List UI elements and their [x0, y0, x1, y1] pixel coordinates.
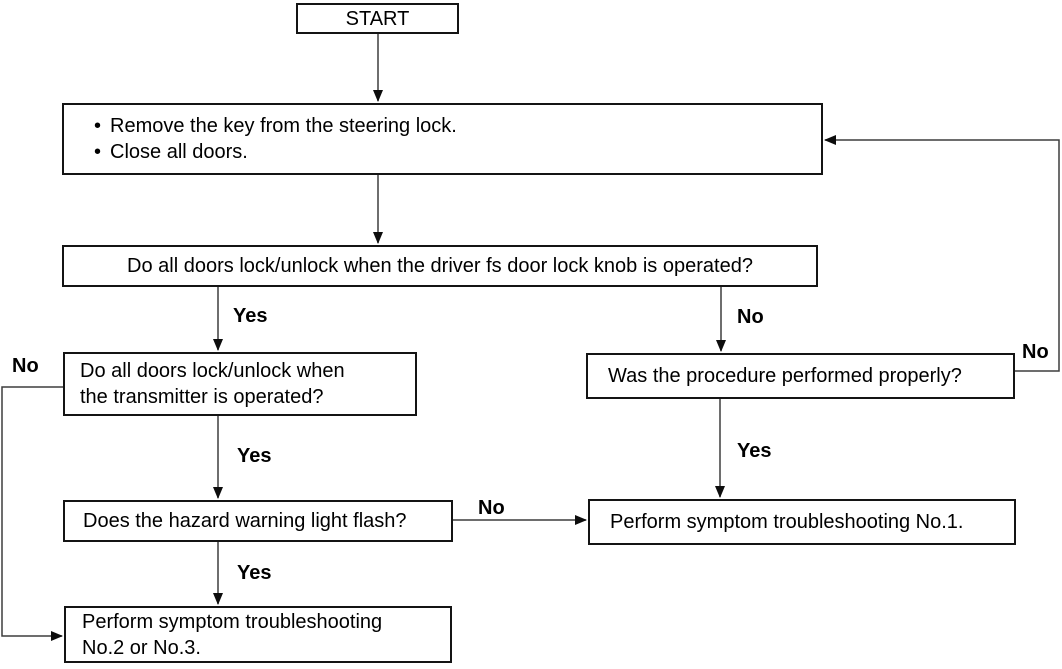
troubleshooting-no1-node: Perform symptom troubleshooting No.1. [588, 499, 1016, 545]
edge-transmitter-no-loop-to-ts23 [1, 386, 63, 641]
start-label: START [345, 7, 410, 30]
bullet-icon: • [94, 141, 102, 163]
edge-label-hazard-yes: Yes [237, 562, 272, 584]
edge-label-transmitter-no: No [12, 355, 39, 377]
troubleshooting-no2-no3-node: Perform symptom troubleshooting No.2 or … [64, 606, 452, 663]
edge-label-knob-yes: Yes [233, 305, 268, 327]
question-transmitter-line-2: the transmitter is operated? [80, 386, 324, 408]
question-hazard-light-node: Does the hazard warning light flash? [63, 500, 453, 542]
edge-label-procedure-yes: Yes [737, 440, 772, 462]
edge-label-hazard-no: No [478, 497, 505, 519]
bullet-icon: • [94, 115, 102, 137]
prep-step-2: • Close all doors. [94, 139, 248, 165]
troubleshooting-no2-no3-line-1: Perform symptom troubleshooting [82, 610, 383, 633]
prep-step-1-text: Remove the key from the steering lock. [110, 115, 457, 137]
troubleshooting-no2-no3-line-2: No.2 or No.3. [82, 636, 201, 659]
edge-label-transmitter-yes: Yes [237, 445, 272, 467]
troubleshooting-no1-text: Perform symptom troubleshooting No.1. [610, 511, 964, 533]
prep-step-1: • Remove the key from the steering lock. [94, 113, 457, 139]
start-node: START [296, 3, 459, 34]
question-transmitter-node: Do all doors lock/unlock when the transm… [63, 352, 417, 416]
edge-label-procedure-no: No [1022, 341, 1049, 363]
question-door-lock-knob-node: Do all doors lock/unlock when the driver… [62, 245, 818, 287]
question-door-lock-knob-text: Do all doors lock/unlock when the driver… [127, 255, 753, 277]
question-hazard-light-text: Does the hazard warning light flash? [83, 510, 407, 532]
prep-step-2-text: Close all doors. [110, 141, 248, 163]
preparation-steps-node: • Remove the key from the steering lock.… [62, 103, 823, 175]
question-procedure-text: Was the procedure performed properly? [608, 365, 962, 387]
question-transmitter-line-1: Do all doors lock/unlock when [80, 360, 345, 382]
edge-procedure-no-loop-to-prep [824, 135, 1060, 372]
edge-label-knob-no: No [737, 306, 764, 328]
question-procedure-node: Was the procedure performed properly? [586, 353, 1015, 399]
